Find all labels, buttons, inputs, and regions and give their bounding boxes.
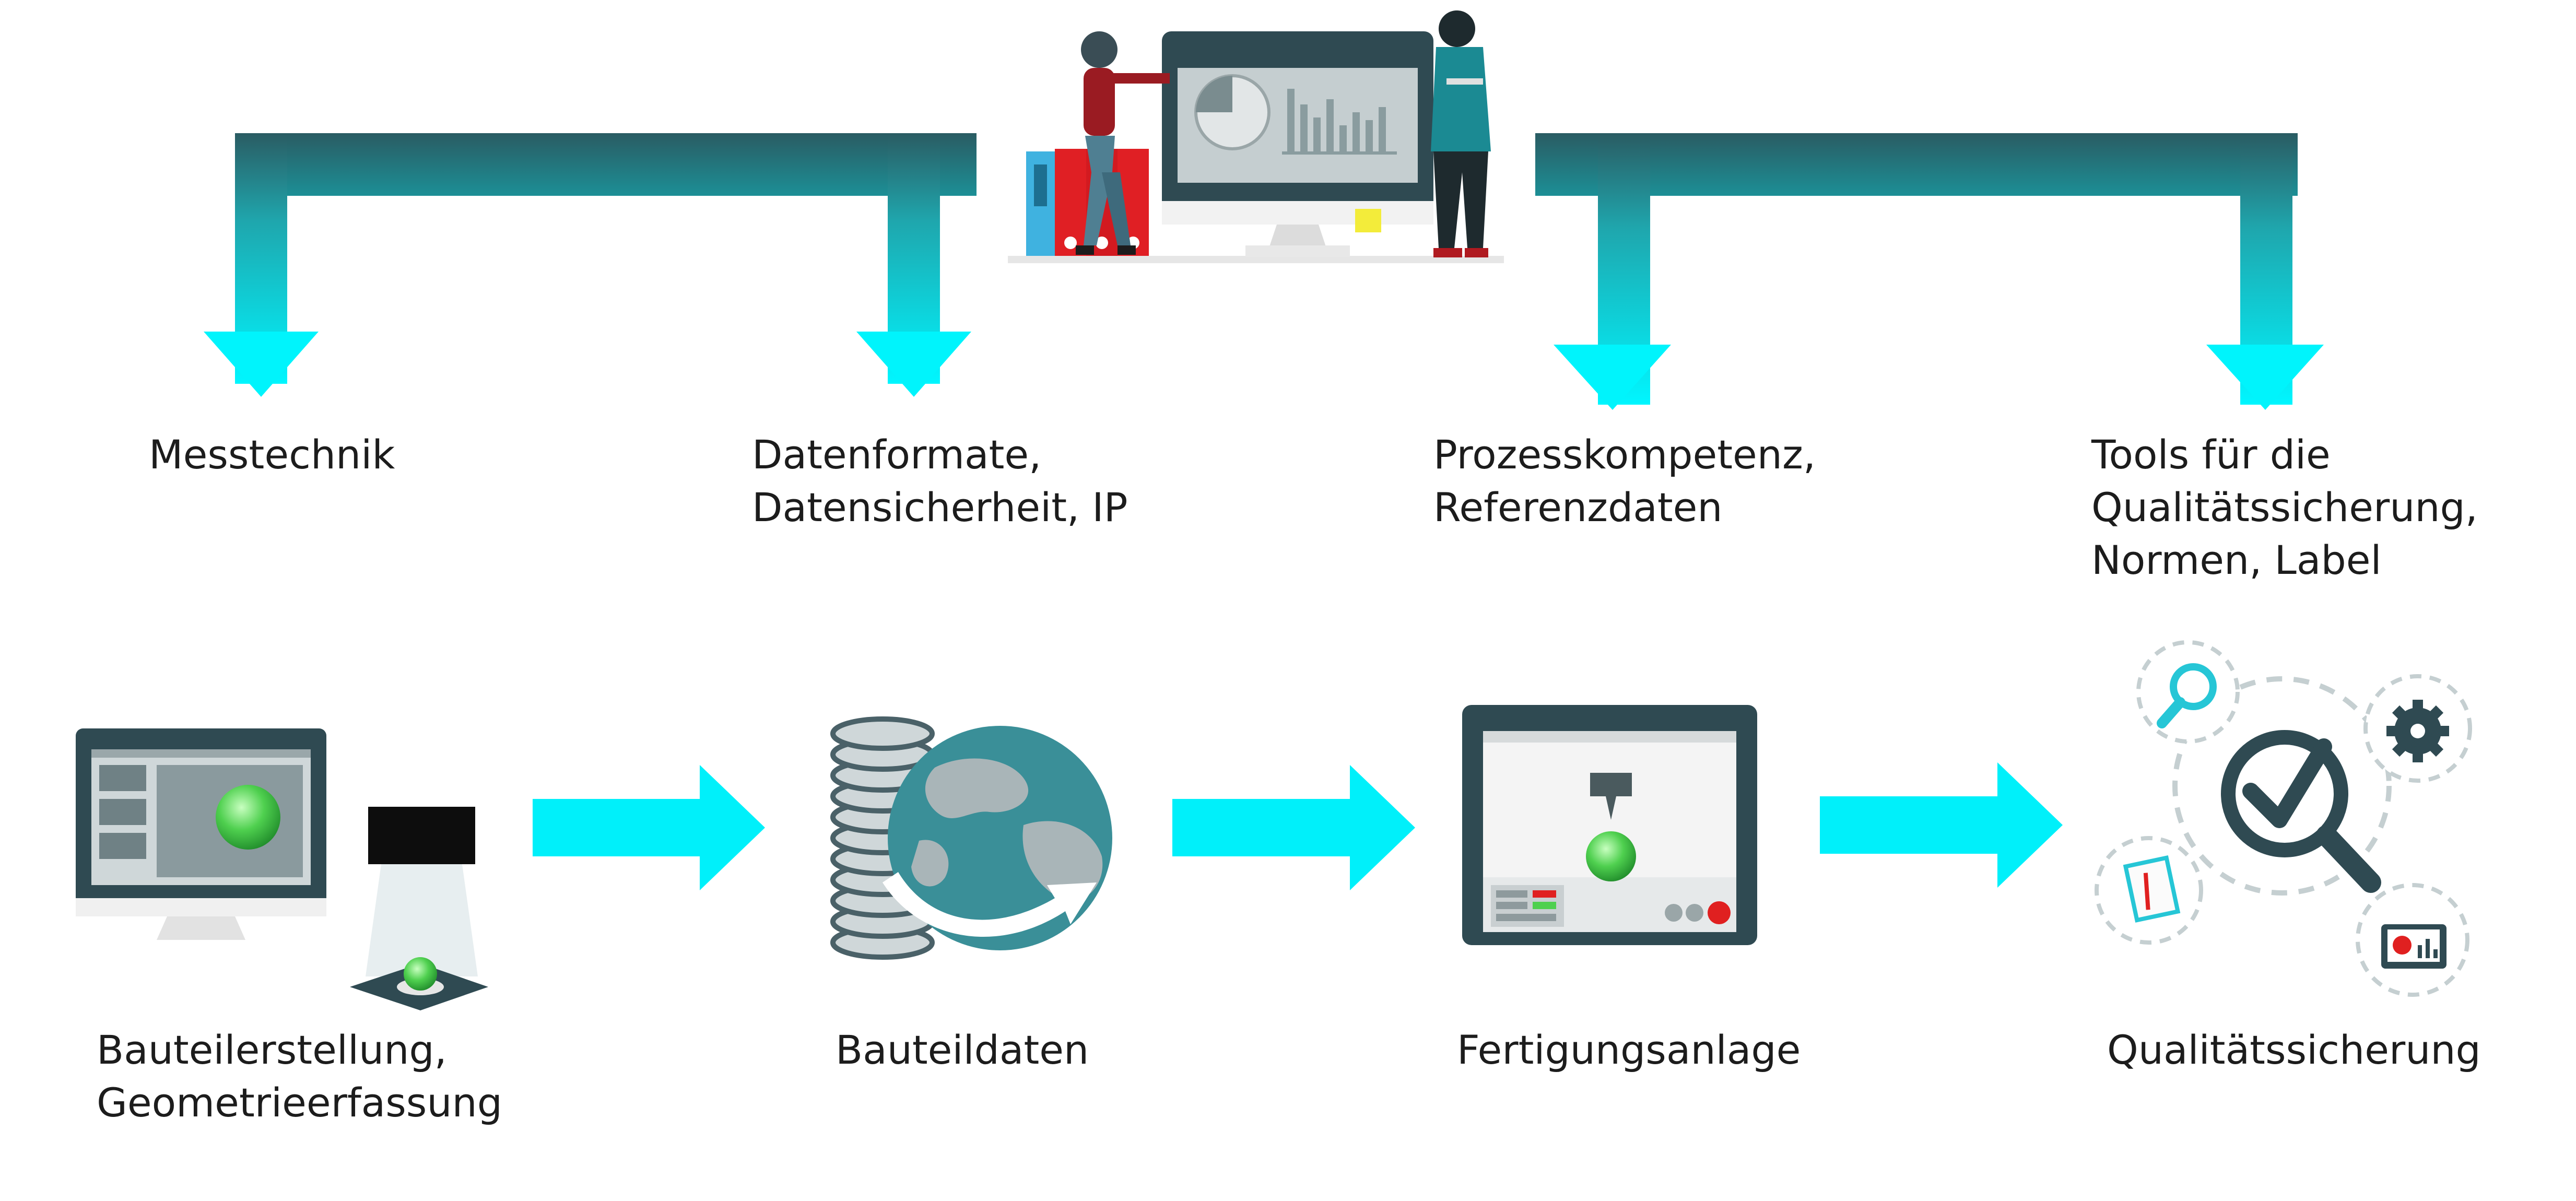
label-line: Qualitätssicherung xyxy=(2107,1027,2481,1073)
branch-arrow-right xyxy=(1535,133,2324,410)
process-arrow-2 xyxy=(1172,765,1415,890)
label-line: Fertigungsanlage xyxy=(1457,1027,1801,1073)
step-label-bauteildaten: Bauteildaten xyxy=(836,1023,1089,1076)
process-arrow-3 xyxy=(1820,762,2063,888)
3d-printer-icon xyxy=(1462,705,1757,945)
top-label-tools: Tools für die Qualitätssicherung, Normen… xyxy=(2091,428,2478,586)
database-and-globe-icon xyxy=(830,716,1112,960)
process-arrow-1 xyxy=(533,765,765,890)
label-line: Tools für die xyxy=(2091,431,2331,478)
label-line: Bauteilerstellung, xyxy=(97,1027,447,1073)
quality-check-icon xyxy=(2095,640,2472,997)
top-label-messtechnik: Messtechnik xyxy=(149,428,395,481)
step-label-qualitaetssicherung: Qualitätssicherung xyxy=(2107,1023,2481,1076)
label-line: Normen, Label xyxy=(2091,537,2382,583)
label-line: Bauteildaten xyxy=(836,1027,1089,1073)
label-line: Qualitätssicherung, xyxy=(2091,484,2478,531)
label-line: Messtechnik xyxy=(149,431,395,478)
computer-and-scanner-icon xyxy=(76,728,488,1010)
label-line: Datenformate, xyxy=(752,431,1042,478)
people-with-monitor-dashboard-icon xyxy=(1008,10,1504,263)
label-line: Geometrieerfassung xyxy=(97,1079,502,1126)
branch-arrow-left xyxy=(204,133,977,397)
step-label-bauteilerstellung: Bauteilerstellung, Geometrieerfassung xyxy=(97,1023,502,1129)
label-line: Referenzdaten xyxy=(1433,484,1723,531)
label-line: Datensicherheit, IP xyxy=(752,484,1128,531)
label-line: Prozesskompetenz, xyxy=(1433,431,1816,478)
step-label-fertigungsanlage: Fertigungsanlage xyxy=(1457,1023,1801,1076)
top-label-prozesskompetenz: Prozesskompetenz, Referenzdaten xyxy=(1433,428,1816,534)
top-label-datenformate: Datenformate, Datensicherheit, IP xyxy=(752,428,1128,534)
